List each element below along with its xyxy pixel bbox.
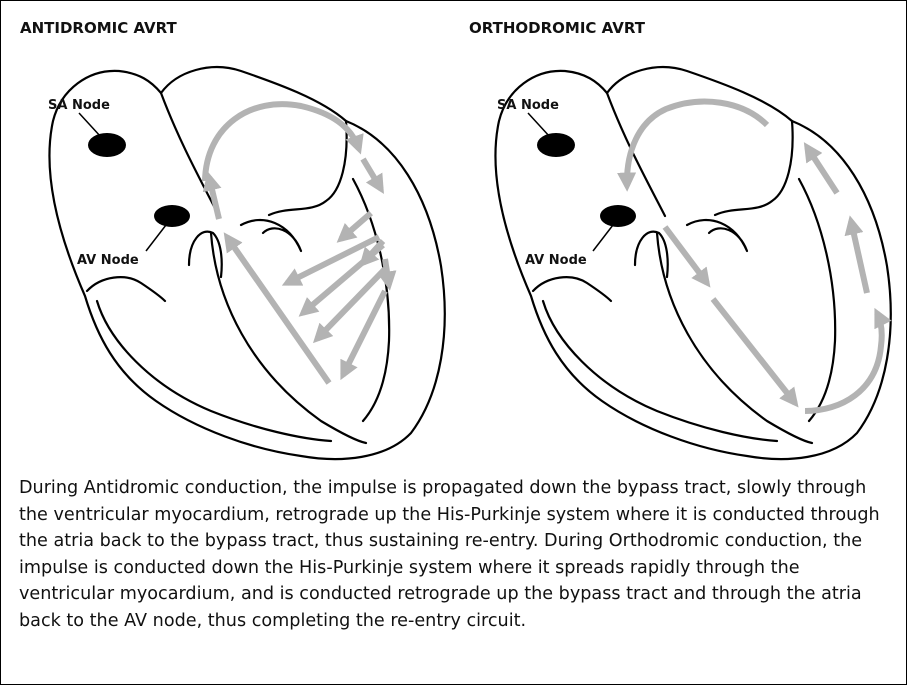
antidromic-arrow-his-up [227,237,329,383]
orthodromic-arrow-apex-arc [805,313,882,411]
antidromic-sa-leader [79,113,101,137]
antidromic-sa-label: SA Node [48,98,110,113]
antidromic-mitral-valve [241,220,301,251]
orthodromic-lv-inner [799,179,835,421]
antidromic-arrow-myo-1 [341,213,371,239]
orthodromic-arrow-atrial-arc [627,102,767,186]
orthodromic-av-node [600,205,636,227]
orthodromic-heart: SA Node AV Node [495,67,890,459]
antidromic-av-leader [146,225,166,251]
antidromic-rv-wall [97,301,331,441]
orthodromic-sa-node [537,133,575,157]
antidromic-rv-inner [87,277,165,301]
orthodromic-left-atrium-inner [715,121,793,215]
antidromic-sa-node [88,133,126,157]
orthodromic-av-label: AV Node [525,253,587,268]
antidromic-arrow-atrial-arc [205,104,359,181]
orthodromic-sa-label: SA Node [497,98,559,113]
antidromic-septum [211,233,366,443]
orthodromic-arrow-bypass-up-2 [807,147,837,193]
heart-diagrams: SA Node AV Node [1,1,908,471]
orthodromic-arrow-bypass-up-1 [851,221,867,293]
antidromic-heart: SA Node AV Node [48,67,445,459]
antidromic-arrow-myo-6 [317,269,385,339]
orthodromic-rv-inner [533,277,611,301]
orthodromic-sa-leader [528,113,550,137]
orthodromic-arrow-his-down-2 [713,299,795,403]
antidromic-av-node [154,205,190,227]
orthodromic-av-leader [593,225,613,251]
orthodromic-mitral-valve [687,220,747,251]
antidromic-arrow-bypass-down [363,159,381,189]
orthodromic-arrow-his-down-1 [665,227,707,283]
orthodromic-septum [657,233,812,443]
orthodromic-rv-wall [543,301,777,441]
antidromic-left-atrium-inner [269,121,347,215]
figure-caption: During Antidromic conduction, the impuls… [19,475,894,634]
antidromic-av-label: AV Node [77,253,139,268]
